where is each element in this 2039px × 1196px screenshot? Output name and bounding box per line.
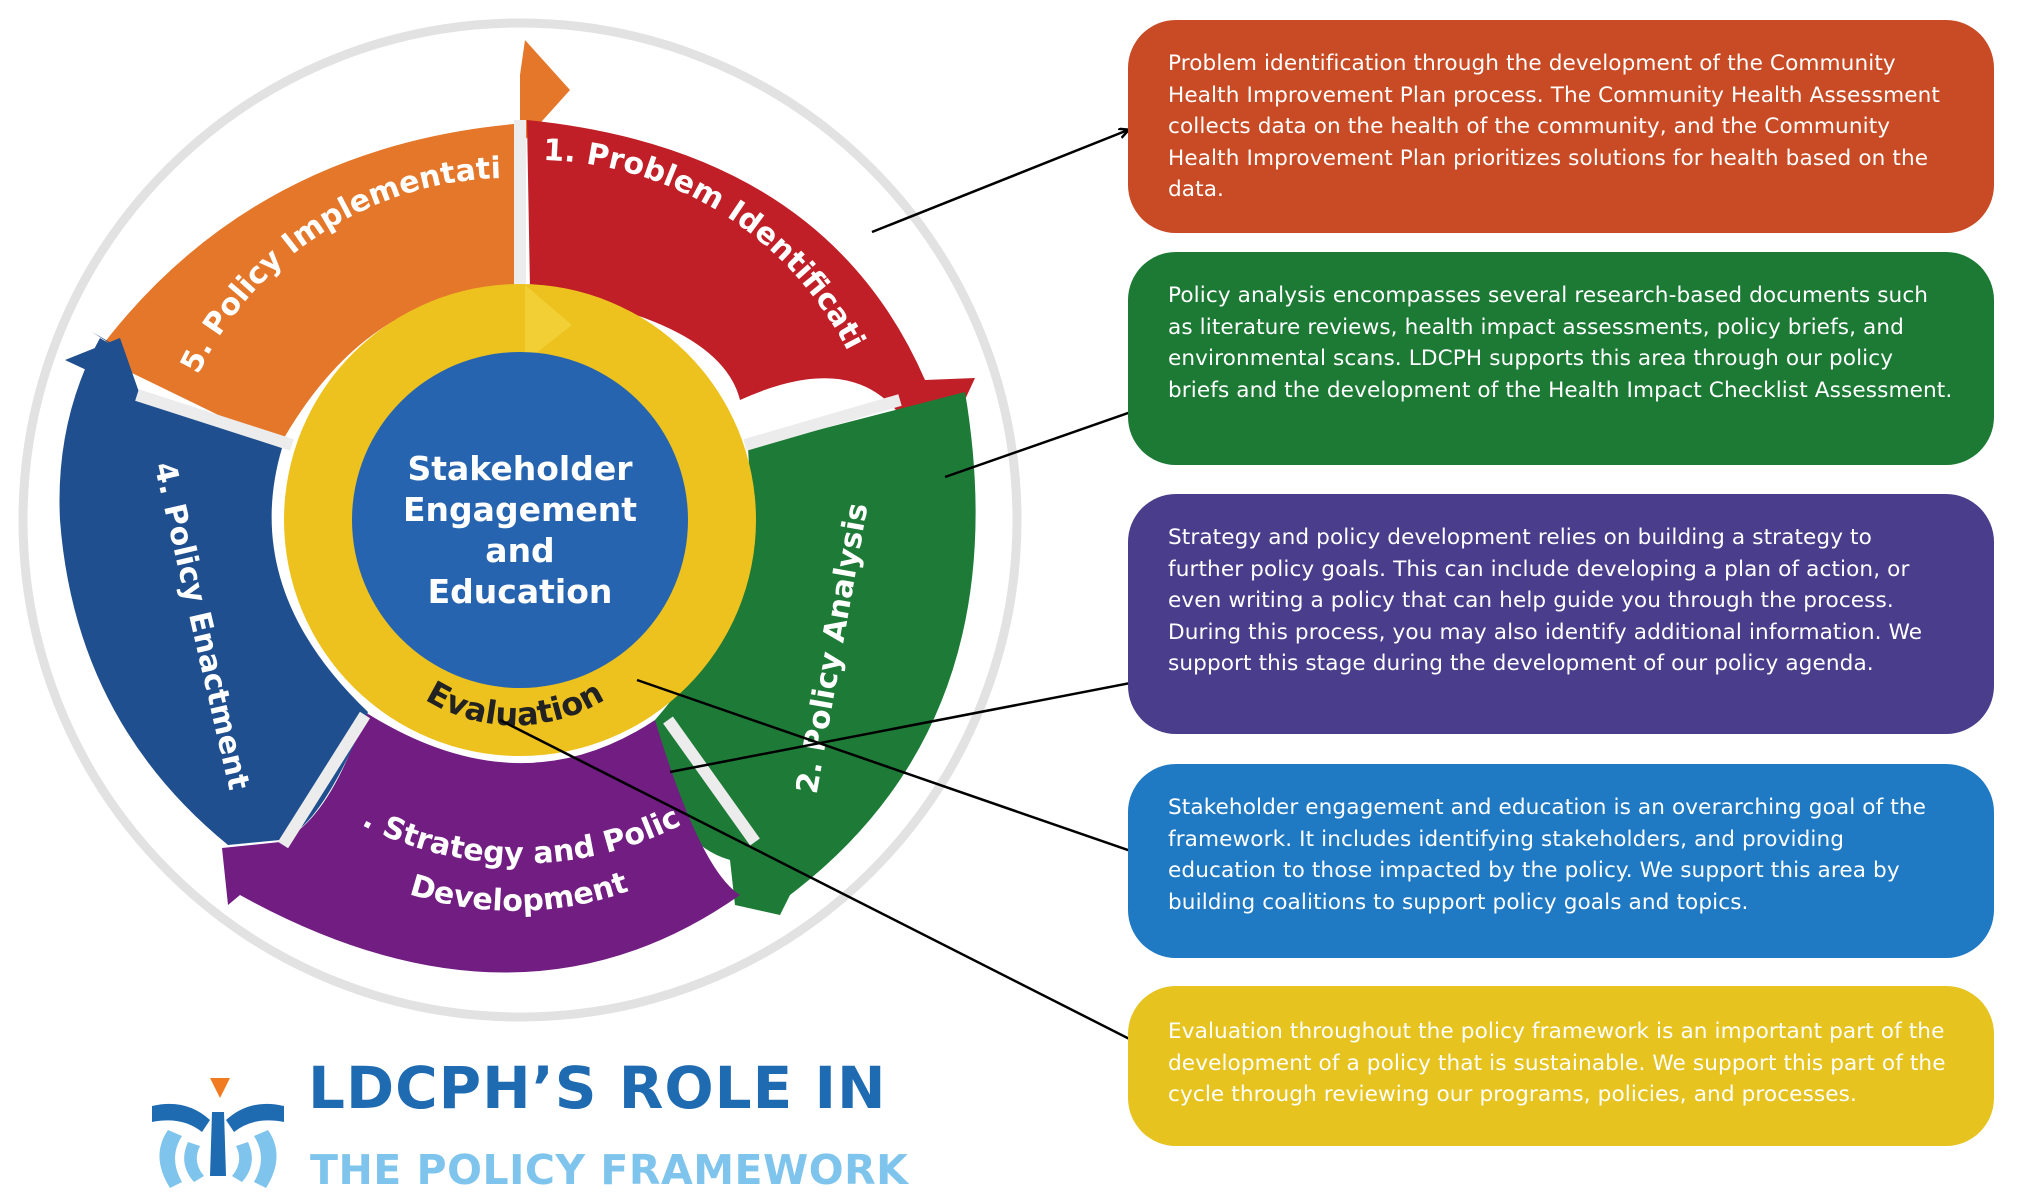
connector-arrow-problem: [871, 130, 1128, 234]
center-text-line-1: Stakeholder: [407, 449, 633, 488]
stage-policy-enactment-segment: [59, 332, 368, 845]
center-text-line-2: Engagement: [403, 490, 637, 529]
description-policy-analysis: Policy analysis encompasses several rese…: [1128, 252, 1994, 465]
logo-subtitle: THE POLICY FRAMEWORK: [310, 1146, 909, 1194]
description-problem-identification: Problem identification through the devel…: [1128, 20, 1994, 233]
stage-policy-implementation-segment: [95, 40, 570, 445]
evaluation-ring-arrowhead: [525, 285, 572, 362]
divider: [663, 716, 760, 846]
connector-arrow-stakeholder: [636, 678, 1148, 857]
connector-arrow-strategy: [669, 680, 1146, 774]
logo-title: LDCPH’S ROLE IN: [308, 1054, 887, 1122]
connector-arrow-analysis: [944, 406, 1148, 479]
center-circle: [352, 352, 688, 688]
connector-arrow-evaluation: [499, 718, 1167, 1058]
outer-ring: [18, 18, 1022, 1022]
center-text-line-4: Education: [428, 572, 613, 611]
stage-policy-analysis-segment: [655, 392, 976, 915]
stage-problem-identification-segment: [527, 120, 975, 432]
ldcph-logo-icon: [152, 1078, 284, 1188]
divider: [135, 389, 294, 451]
center-text-line-3: and: [485, 531, 554, 570]
description-stakeholder-engagement: Stakeholder engagement and education is …: [1128, 764, 1994, 958]
divider: [743, 394, 902, 451]
divider: [277, 711, 371, 849]
stage-enactment-arrowhead: [65, 338, 140, 395]
description-strategy-development: Strategy and policy development relies o…: [1128, 494, 1994, 734]
description-evaluation: Evaluation throughout the policy framewo…: [1128, 986, 1994, 1146]
